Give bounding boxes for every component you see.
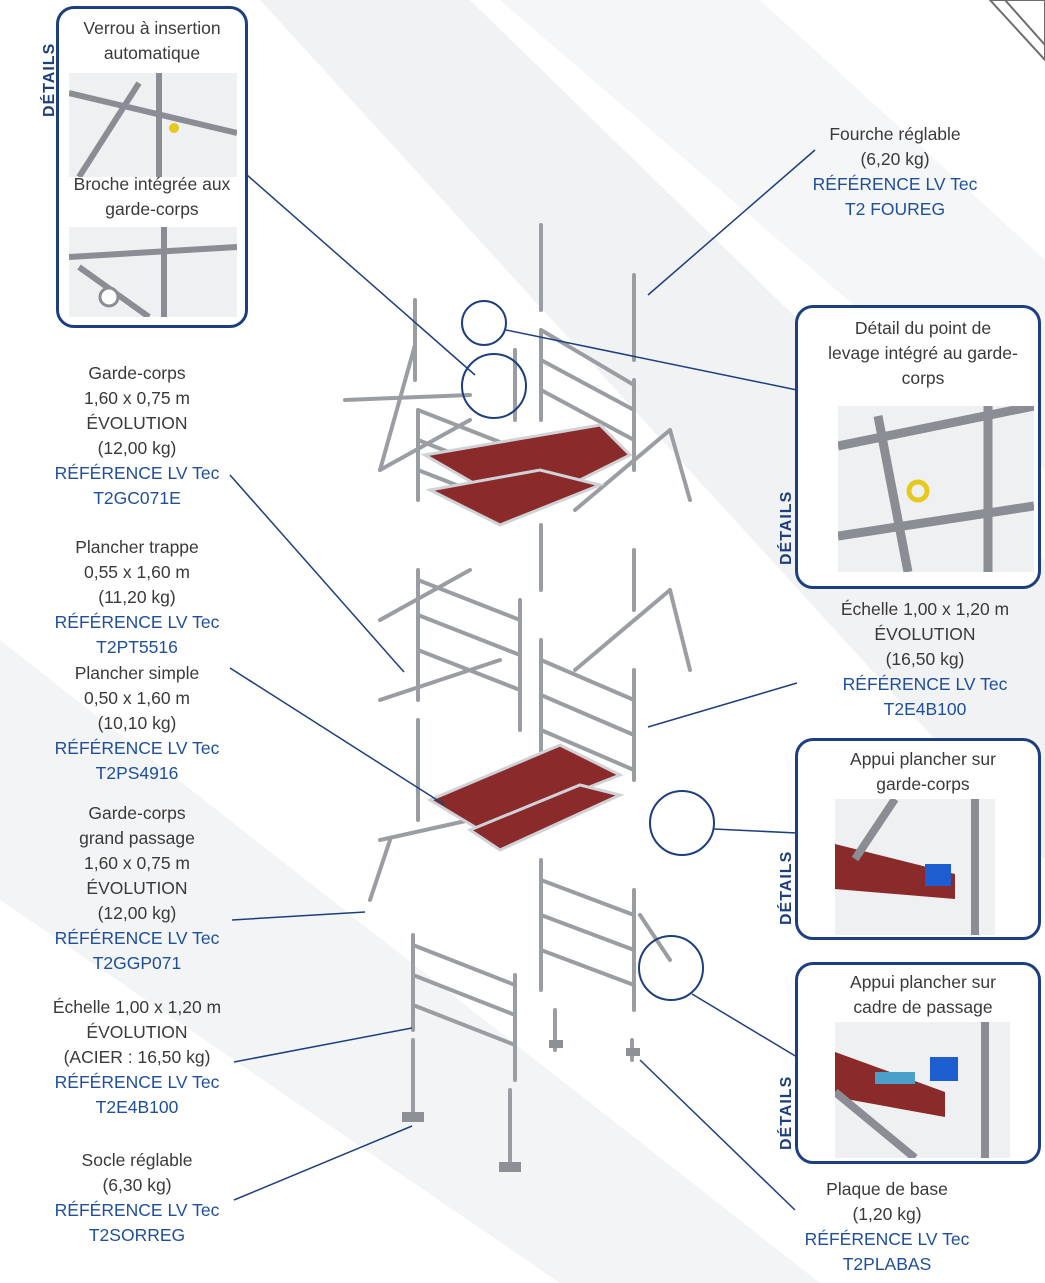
label-gc-grand-passage: Garde-corps grand passage 1,60 x 0,75 m … <box>54 803 220 973</box>
detail-title-appui-gc: Appui plancher sur garde-corps <box>850 749 996 794</box>
photo-verrou <box>69 73 237 177</box>
label-socle: Socle réglable (6,30 kg) RÉFÉRENCE LV Te… <box>54 1150 220 1245</box>
photo-levage <box>838 406 1034 572</box>
label-plaque: Plaque de base (1,20 kg) RÉFÉRENCE LV Te… <box>804 1179 970 1274</box>
detail-box-verrou-broche: Verrou à insertion automatique Broche in… <box>56 6 248 328</box>
label-gc-evolution: Garde-corps 1,60 x 0,75 m ÉVOLUTION (12,… <box>54 363 220 508</box>
photo-appui-cadre <box>835 1022 1010 1158</box>
label-echelle-right: Échelle 1,00 x 1,20 m ÉVOLUTION (16,50 k… <box>840 599 1010 719</box>
details-tab-levage: DÉTAILS <box>778 490 795 565</box>
details-tab-appui-cadre: DÉTAILS <box>778 1075 795 1150</box>
detail-box-appui-cadre: Appui plancher sur cadre de passage <box>795 962 1041 1164</box>
detail-box-levage: Détail du point de levage intégré au gar… <box>795 305 1041 589</box>
detail-title-appui-cadre: Appui plancher sur cadre de passage <box>850 972 996 1017</box>
details-tab-top-left: DÉTAILS <box>41 42 58 117</box>
label-plancher-simple: Plancher simple 0,50 x 1,60 m (10,10 kg)… <box>54 663 220 783</box>
details-tab-appui-gc: DÉTAILS <box>778 850 795 925</box>
photo-broche <box>69 227 237 317</box>
photo-appui-gc <box>835 799 995 935</box>
label-plancher-trappe: Plancher trappe 0,55 x 1,60 m (11,20 kg)… <box>54 537 220 657</box>
detail-title-levage: Détail du point de levage intégré au gar… <box>828 318 1018 388</box>
detail-title-broche: Broche intégrée aux garde-corps <box>73 174 231 219</box>
detail-box-appui-gc: Appui plancher sur garde-corps <box>795 738 1041 940</box>
label-echelle-acier: Échelle 1,00 x 1,20 m ÉVOLUTION (ACIER :… <box>52 997 222 1117</box>
label-fourche: Fourche réglable (6,20 kg) RÉFÉRENCE LV … <box>812 124 978 219</box>
detail-title-verrou: Verrou à insertion automatique <box>83 18 221 63</box>
